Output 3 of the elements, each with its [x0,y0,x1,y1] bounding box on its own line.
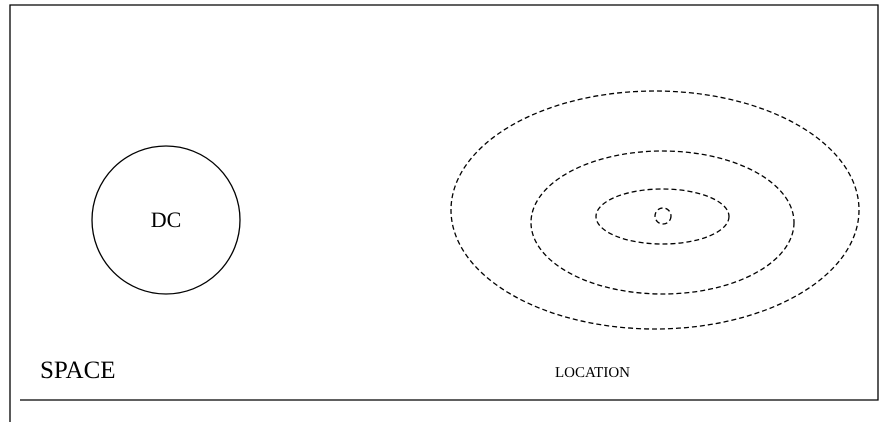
region-label: SPACE [40,357,116,385]
region-label: LOCATION [555,365,630,382]
node-label: DC [150,207,182,233]
